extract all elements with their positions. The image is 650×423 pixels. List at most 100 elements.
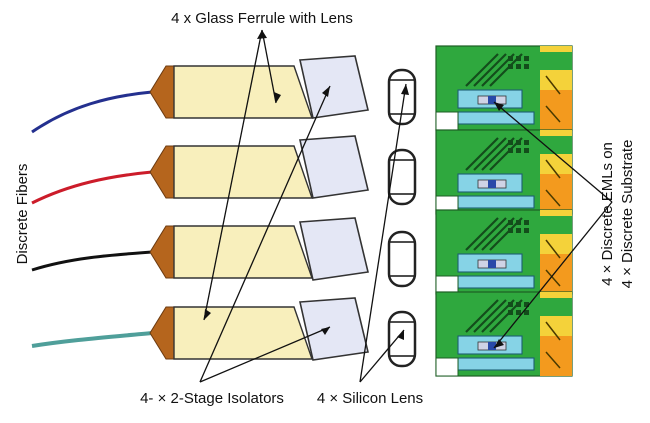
pointer-lens-a [359, 83, 407, 383]
substrate-via [524, 140, 529, 145]
arrowhead [321, 327, 330, 335]
pointer-eml-b [493, 201, 613, 349]
glass-ferrules [149, 65, 313, 360]
eml-lower-pad [457, 195, 535, 209]
substrate-trace [473, 217, 507, 251]
arrowhead [322, 86, 330, 97]
eml-active-region [488, 180, 496, 188]
pointer-isolator-a [199, 85, 331, 383]
ferrule-body [173, 65, 313, 119]
pointer-isolator-b [199, 326, 331, 383]
substrate-via [524, 220, 529, 225]
eml-lower-pad [457, 357, 535, 371]
substrate-1 [435, 45, 573, 131]
eml-lower-pad [457, 275, 535, 289]
silicon-lenses [387, 68, 417, 368]
eml-active-region [488, 260, 496, 268]
pointer-lens-b [359, 329, 405, 383]
fiber-2 [31, 170, 153, 205]
label-glass-ferrule: 4 x Glass Ferrule with Lens [171, 10, 353, 27]
substrate-via [508, 64, 513, 69]
substrate-wire [545, 189, 561, 207]
substrate-via [508, 310, 513, 315]
substrate-trace [465, 53, 499, 87]
substrate-via [524, 310, 529, 315]
substrate-cutout [435, 357, 459, 377]
arrowhead [257, 30, 267, 39]
arrowhead [494, 339, 504, 348]
substrate-wire [545, 75, 561, 95]
substrate-via [524, 148, 529, 153]
substrate-2 [435, 129, 573, 215]
substrate-notch [528, 298, 572, 316]
ferrule-3 [149, 225, 313, 279]
substrate-notch [528, 216, 572, 234]
isolator-2 [299, 135, 369, 199]
silicon-lens-2 [387, 148, 417, 206]
substrate-via [508, 140, 513, 145]
substrate-cutout [435, 275, 459, 295]
substrate-orange-pads [540, 336, 572, 376]
substrate-orange-pads [540, 174, 572, 214]
substrate-via [516, 228, 521, 233]
pointer-ferrule-b [203, 29, 263, 321]
substrate-via [516, 148, 521, 153]
substrate-trace [473, 137, 507, 171]
substrate-via [524, 302, 529, 307]
substrate-trace [473, 299, 507, 333]
substrate-via [524, 56, 529, 61]
ferrule-body [173, 306, 313, 360]
substrate-via [516, 302, 521, 307]
substrate-via [524, 64, 529, 69]
eml-active-region [488, 96, 496, 104]
isolator-1 [299, 55, 369, 119]
substrate-trace [465, 137, 499, 171]
ferrule-body [173, 145, 313, 199]
substrate-trace [473, 53, 507, 87]
ferrule-1 [149, 65, 313, 119]
substrate-via [508, 56, 513, 61]
substrate-cutout [435, 111, 459, 131]
substrate-wire [545, 351, 561, 369]
substrate-orange-pads [540, 254, 572, 294]
fibers [31, 90, 153, 348]
label-emls-line2: 4 × Discrete Substrate [619, 140, 636, 289]
ferrule-body [173, 225, 313, 279]
substrate-notch [528, 136, 572, 154]
substrate-via [516, 56, 521, 61]
substrate-via [516, 140, 521, 145]
substrate-via [508, 302, 513, 307]
substrate-via [508, 148, 513, 153]
arrowhead [397, 330, 404, 340]
fiber-3 [31, 250, 153, 272]
substrate-orange-pads [540, 90, 572, 130]
substrate-wire [545, 159, 561, 179]
substrate-wire [545, 239, 561, 259]
substrate-via [516, 310, 521, 315]
isolator-4 [299, 297, 369, 361]
substrate-wire [545, 105, 561, 123]
substrate-via [516, 64, 521, 69]
fiber-1 [31, 90, 153, 134]
substrate-wire [545, 321, 561, 341]
substrate-trace [465, 299, 499, 333]
arrowhead [204, 309, 211, 320]
isolators [299, 55, 369, 361]
silicon-lens-3 [387, 230, 417, 288]
pointer-eml-a [493, 101, 613, 203]
substrate-wire [545, 269, 561, 287]
pointer-ferrule-a [261, 29, 277, 104]
arrowhead [401, 84, 409, 95]
pointer-lines [199, 29, 613, 383]
eml-lower-pad [457, 111, 535, 125]
label-discrete-fibers: Discrete Fibers [14, 164, 31, 265]
ferrule-4 [149, 306, 313, 360]
label-silicon-lens: 4 × Silicon Lens [317, 390, 423, 407]
silicon-lens-1 [387, 68, 417, 126]
arrowhead [274, 92, 281, 103]
substrate-via [508, 228, 513, 233]
substrate-3 [435, 209, 573, 295]
label-isolators: 4- × 2-Stage Isolators [140, 390, 284, 407]
